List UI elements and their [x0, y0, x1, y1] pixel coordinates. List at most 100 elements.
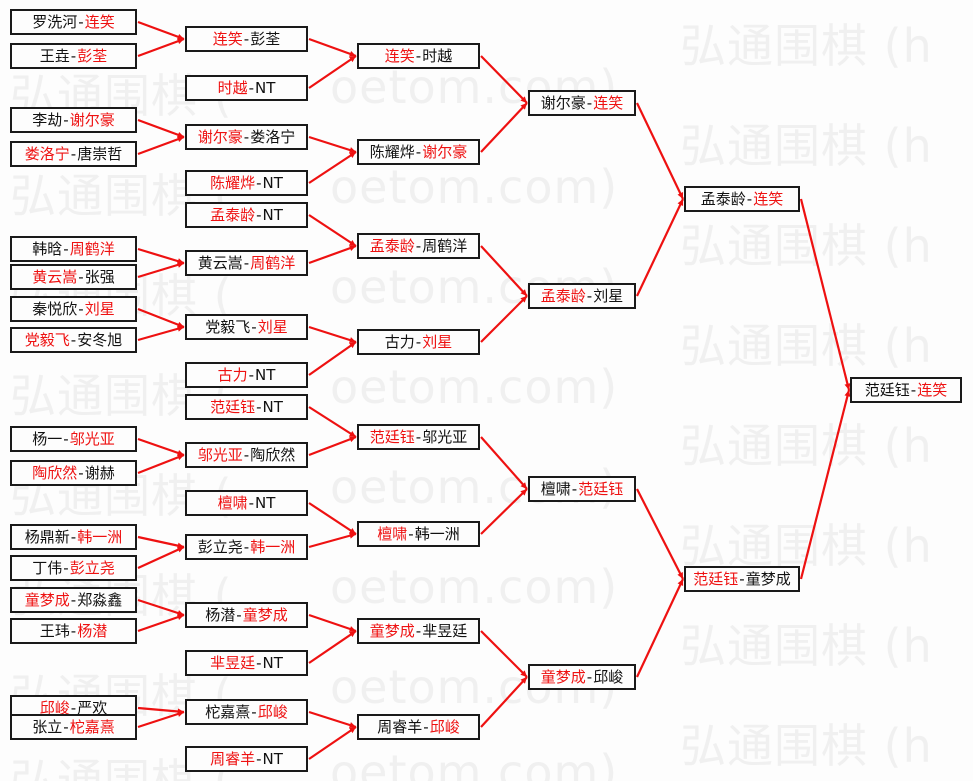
player-separator: - [586, 667, 593, 686]
player-left: 陶欣然 [32, 463, 78, 482]
match-box[interactable]: 童梦成-邱峻 [528, 664, 636, 690]
player-right: 邱峻 [593, 667, 624, 686]
watermark-text: 弘通围棋 (h [680, 219, 933, 273]
match-box[interactable]: 王玮-杨潜 [10, 618, 137, 644]
bracket-arrowhead-icon [349, 626, 356, 632]
bracket-line [308, 406, 357, 438]
player-separator: - [70, 590, 77, 609]
player-left: 党毅飞 [24, 330, 70, 349]
bracket-arrowhead-icon [349, 152, 356, 159]
player-left: 童梦成 [540, 667, 586, 686]
bracket-line [308, 341, 357, 376]
match-box[interactable]: 童梦成-芈昱廷 [357, 618, 480, 644]
match-box[interactable]: 连笑-彭荃 [185, 26, 308, 52]
match-box[interactable]: 古力-刘星 [357, 329, 480, 355]
bracket-arrowhead-icon [349, 431, 356, 437]
match-box[interactable]: 彭立尧-韩一洲 [185, 534, 308, 560]
match-box[interactable]: 孟泰龄-连笑 [684, 186, 800, 212]
player-right: 童梦成 [242, 605, 288, 624]
bracket-arrowhead-icon [677, 572, 683, 579]
player-separator: - [70, 46, 77, 65]
bracket-arrowhead-icon [177, 33, 184, 40]
match-box[interactable]: 周睿羊-邱峻 [357, 714, 480, 740]
player-separator: - [571, 479, 578, 498]
match-box[interactable]: 檀啸-韩一洲 [357, 521, 480, 547]
match-box[interactable]: 连笑-时越 [357, 43, 480, 69]
match-box[interactable]: 张立-柁嘉熹 [10, 714, 137, 740]
player-left: 黄云嵩 [32, 267, 78, 286]
match-box[interactable]: 范廷钰-童梦成 [684, 566, 800, 592]
player-left: 韩晗 [32, 239, 63, 258]
match-box[interactable]: 党毅飞-安冬旭 [10, 327, 137, 353]
bracket-line [480, 488, 528, 535]
match-box[interactable]: 韩晗-周鹤洋 [10, 236, 137, 262]
player-left: 张立 [32, 717, 63, 736]
player-left: 连笑 [212, 29, 243, 48]
bracket-line [137, 545, 185, 570]
bracket-arrowhead-icon [520, 103, 527, 110]
match-box[interactable]: 范廷钰-邬光亚 [357, 424, 480, 450]
match-box[interactable]: 陈耀烨-谢尔豪 [357, 139, 480, 165]
match-box[interactable]: 邬光亚-陶欣然 [185, 442, 308, 468]
match-box[interactable]: 王垚-彭荃 [10, 43, 137, 69]
player-right: NT [262, 173, 283, 192]
watermark-text: oetom.com) [330, 560, 619, 614]
match-box[interactable]: 时越-NT [185, 75, 308, 101]
bracket-line [799, 389, 851, 580]
bracket-arrowhead-icon [349, 532, 356, 539]
bracket-arrowhead-icon [177, 38, 184, 45]
player-right: 范廷钰 [578, 479, 624, 498]
match-box[interactable]: 党毅飞-刘星 [185, 314, 308, 340]
watermark-text: oetom.com) [330, 360, 619, 414]
player-right: 彭立尧 [69, 558, 115, 577]
bracket-arrowhead-icon [520, 482, 527, 489]
match-box[interactable]: 谢尔豪-连笑 [528, 90, 636, 116]
bracket-arrowhead-icon [520, 677, 527, 684]
match-box[interactable]: 檀啸-范廷钰 [528, 476, 636, 502]
bracket-arrowhead-icon [677, 199, 684, 206]
match-box[interactable]: 古力-NT [185, 362, 308, 388]
match-box[interactable]: 陶欣然-谢赫 [10, 460, 137, 486]
player-left: 王垚 [39, 46, 70, 65]
player-left: 杨潜 [205, 605, 236, 624]
match-box[interactable]: 童梦成-郑淼鑫 [10, 587, 137, 613]
bracket-line [308, 135, 357, 154]
match-box[interactable]: 周睿羊-NT [185, 746, 308, 772]
match-box[interactable]: 芈昱廷-NT [185, 650, 308, 676]
watermark-text: 弘通围棋 (h [680, 319, 933, 373]
match-box[interactable]: 杨一-邬光亚 [10, 426, 137, 452]
match-box[interactable]: 檀啸-NT [185, 490, 308, 516]
match-box[interactable]: 谢尔豪-娄洛宁 [185, 124, 308, 150]
match-box[interactable]: 陈耀烨-NT [185, 170, 308, 196]
bracket-line [636, 198, 684, 297]
player-separator: - [70, 621, 77, 640]
match-box[interactable]: 范廷钰-NT [185, 394, 308, 420]
match-box[interactable]: 黄云嵩-周鹤洋 [185, 250, 308, 276]
match-box[interactable]: 范廷钰-连笑 [850, 377, 962, 403]
player-left: 谢尔豪 [197, 127, 243, 146]
player-right: 彭荃 [77, 46, 108, 65]
bracket-arrowhead-icon [177, 454, 184, 461]
match-box[interactable]: 杨潜-童梦成 [185, 602, 308, 628]
bracket-arrowhead-icon [177, 261, 184, 268]
match-box[interactable]: 娄洛宁-唐崇哲 [10, 141, 137, 167]
bracket-line [137, 710, 185, 729]
player-right: 周鹤洋 [422, 236, 468, 255]
player-right: NT [262, 397, 283, 416]
bracket-arrowhead-icon [349, 436, 356, 443]
match-box[interactable]: 孟泰龄-刘星 [528, 283, 636, 309]
match-box[interactable]: 秦悦欣-刘星 [10, 296, 137, 322]
player-left: 孟泰龄 [700, 189, 746, 208]
match-box[interactable]: 杨鼎新-韩一洲 [10, 524, 137, 550]
match-box[interactable]: 孟泰龄-NT [185, 202, 308, 228]
player-separator: - [586, 286, 593, 305]
match-box[interactable]: 黄云嵩-张强 [10, 264, 137, 290]
match-box[interactable]: 丁伟-彭立尧 [10, 555, 137, 581]
match-box[interactable]: 柁嘉熹-邱峻 [185, 699, 308, 725]
match-box[interactable]: 孟泰龄-周鹤洋 [357, 233, 480, 259]
match-box[interactable]: 李劫-谢尔豪 [10, 107, 137, 133]
player-right: 安冬旭 [77, 330, 123, 349]
bracket-arrowhead-icon [520, 670, 527, 677]
match-box[interactable]: 罗洗河-连笑 [10, 9, 137, 35]
